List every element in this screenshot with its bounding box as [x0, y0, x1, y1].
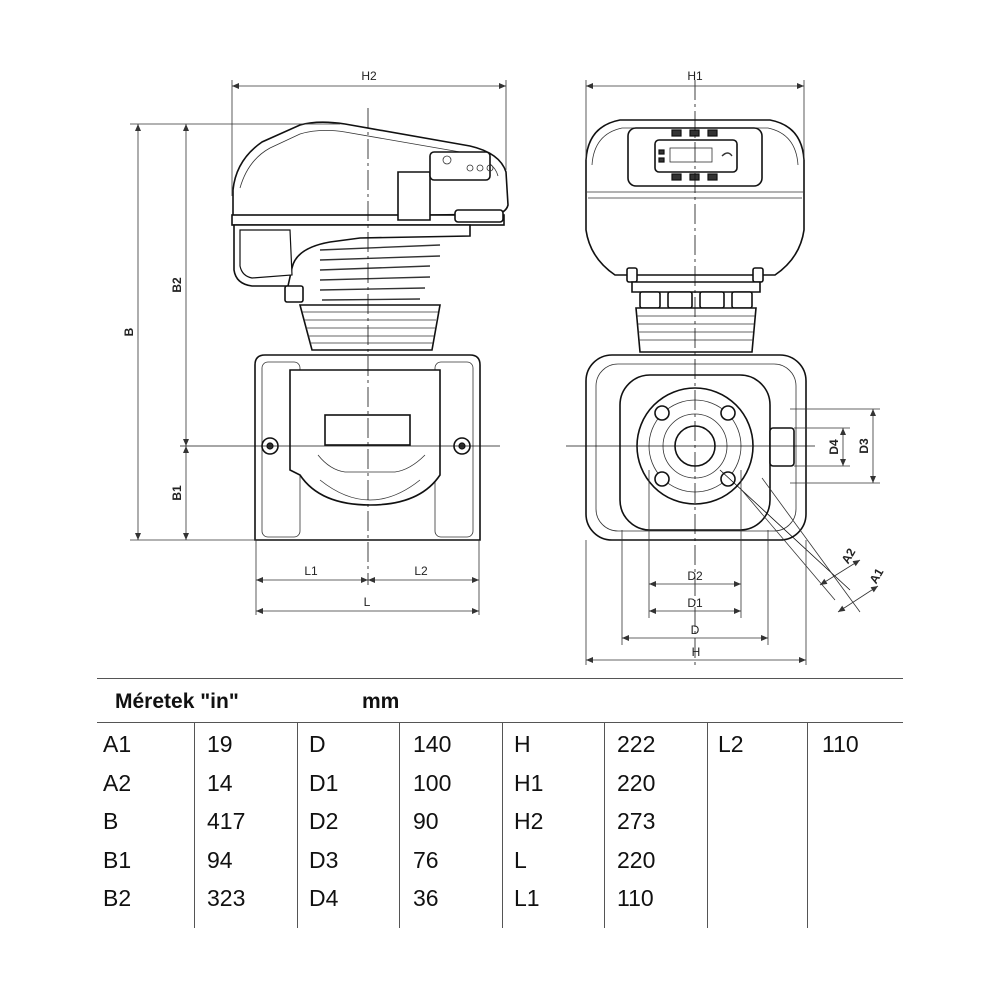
table-cell-value: 323 [207, 885, 246, 911]
column-divider [399, 722, 400, 928]
table-cell-value: 417 [207, 808, 246, 834]
label-D1: D1 [687, 596, 703, 610]
table-cell-label: D [309, 731, 326, 757]
table-top-rule [97, 678, 903, 679]
table-cell-label: D3 [309, 847, 339, 873]
label-A1: A1 [867, 566, 887, 587]
table-cell-value: 76 [413, 847, 439, 873]
table-cell-value: 94 [207, 847, 233, 873]
label-D2: D2 [687, 569, 703, 583]
table-title: Méretek "in" [115, 690, 239, 713]
column-divider [707, 722, 708, 928]
table-cell-value: 110 [822, 731, 859, 757]
table-cell-value: 110 [617, 885, 654, 911]
column-divider [807, 722, 808, 928]
table-cell-label: D1 [309, 770, 339, 796]
label-L1: L1 [304, 564, 318, 578]
table-cell-label: H1 [514, 770, 544, 796]
label-D4: D4 [827, 439, 841, 455]
label-H: H [692, 645, 701, 659]
side-view [180, 108, 509, 585]
label-B1: B1 [170, 485, 184, 501]
table-header-rule [97, 722, 903, 723]
table-cell-label: A2 [103, 770, 132, 796]
front-view-dimensions: H1 D3 D4 D2 D1 D H A2 A1 [585, 69, 887, 665]
table-cell-label: D2 [309, 808, 339, 834]
pump-dimension-drawing: H2 B B2 B1 L1 L2 L [122, 69, 887, 665]
label-D: D [691, 623, 700, 637]
table-cell-value: 100 [413, 770, 452, 796]
table-cell-label: A1 [103, 731, 132, 757]
label-H2: H2 [361, 69, 377, 83]
table-cell-value: 220 [617, 847, 656, 873]
label-D3: D3 [857, 438, 871, 454]
label-B: B [122, 327, 136, 336]
table-cell-label: H [514, 731, 531, 757]
table-cell-value: 14 [207, 770, 233, 796]
table-cell-label: L1 [514, 885, 540, 911]
table-unit: mm [362, 690, 400, 713]
label-H1: H1 [687, 69, 703, 83]
table-cell-value: 19 [207, 731, 233, 757]
table-cell-label: L [514, 847, 527, 873]
table-cell-value: 36 [413, 885, 439, 911]
column-divider [604, 722, 605, 928]
table-cell-value: 90 [413, 808, 439, 834]
side-view-dimensions: H2 B B2 B1 L1 L2 L [122, 69, 507, 615]
column-divider [297, 722, 298, 928]
table-cell-label: L2 [718, 731, 744, 757]
table-cell-label: B [103, 808, 119, 834]
table-cell-label: B2 [103, 885, 132, 911]
table-cell-label: H2 [514, 808, 544, 834]
table-cell-value: 220 [617, 770, 656, 796]
label-L2: L2 [414, 564, 428, 578]
column-divider [502, 722, 503, 928]
table-cell-value: 222 [617, 731, 656, 757]
table-cell-value: 140 [413, 731, 452, 757]
label-L: L [364, 595, 371, 609]
column-divider [194, 722, 195, 928]
front-view [566, 80, 851, 665]
table-cell-label: D4 [309, 885, 339, 911]
table-cell-label: B1 [103, 847, 132, 873]
label-B2: B2 [170, 277, 184, 293]
label-A2: A2 [839, 546, 859, 567]
table-cell-value: 273 [617, 808, 656, 834]
